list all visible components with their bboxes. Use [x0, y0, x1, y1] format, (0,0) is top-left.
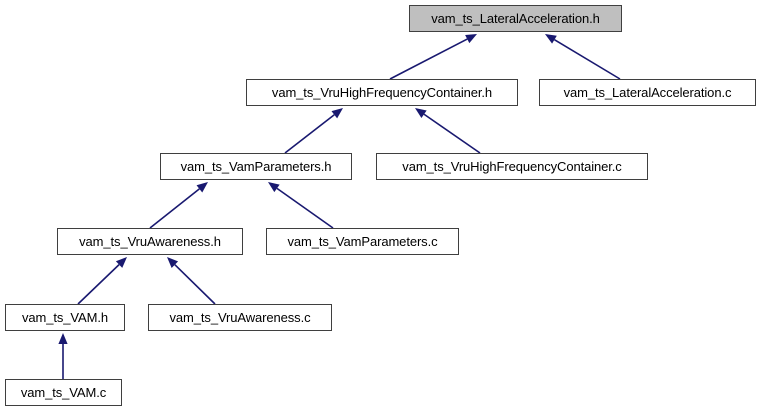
- graph-node-label: vam_ts_VruAwareness.c: [169, 310, 311, 325]
- graph-node-vam-ts-vruawareness-c[interactable]: vam_ts_VruAwareness.c: [148, 304, 332, 331]
- graph-node-label: vam_ts_LateralAcceleration.c: [563, 85, 732, 100]
- graph-node-vam-ts-vam-c[interactable]: vam_ts_VAM.c: [5, 379, 122, 406]
- graph-node-vam-ts-lateralacceleration-c[interactable]: vam_ts_LateralAcceleration.c: [539, 79, 756, 106]
- graph-edge-line: [174, 264, 216, 305]
- graph-edge-line: [389, 38, 468, 80]
- graph-edge-line: [423, 113, 481, 154]
- graph-node-label: vam_ts_VamParameters.h: [180, 159, 332, 174]
- graph-node-label: vam_ts_VruAwareness.h: [79, 234, 221, 249]
- graph-edge-line: [554, 38, 621, 80]
- graph-node-vam-ts-vruhighfrequencycontainer-c[interactable]: vam_ts_VruHighFrequencyContainer.c: [376, 153, 648, 180]
- graph-node-label: vam_ts_VruHighFrequencyContainer.h: [271, 85, 493, 100]
- graph-edge-line: [284, 114, 335, 154]
- graph-node-vam-ts-vam-h[interactable]: vam_ts_VAM.h: [5, 304, 125, 331]
- graph-node-label: vam_ts_VamParameters.c: [287, 234, 438, 249]
- graph-node-label: vam_ts_LateralAcceleration.h: [431, 11, 600, 26]
- graph-edge-arrowhead: [331, 108, 343, 119]
- graph-node-vam-ts-vamparameters-h[interactable]: vam_ts_VamParameters.h: [160, 153, 352, 180]
- graph-edge-arrowhead: [545, 34, 557, 44]
- graph-edge-arrowhead: [115, 257, 127, 268]
- graph-edge-arrowhead: [268, 182, 280, 193]
- graph-edge-arrowhead: [167, 257, 179, 268]
- graph-edge-arrowhead: [196, 182, 208, 193]
- graph-edge-arrowhead: [58, 333, 68, 344]
- graph-edge-line: [149, 188, 200, 229]
- graph-edge-arrowhead: [415, 108, 427, 119]
- graph-node-vam-ts-vruawareness-h[interactable]: vam_ts_VruAwareness.h: [57, 228, 243, 255]
- graph-node-vam-ts-vamparameters-c[interactable]: vam_ts_VamParameters.c: [266, 228, 459, 255]
- graph-node-label: vam_ts_VruHighFrequencyContainer.c: [402, 159, 622, 174]
- graph-node-vam-ts-vruhighfrequencycontainer-h[interactable]: vam_ts_VruHighFrequencyContainer.h: [246, 79, 518, 106]
- graph-edge-line: [77, 264, 120, 305]
- graph-node-vam-ts-lateralacceleration-h[interactable]: vam_ts_LateralAcceleration.h: [409, 5, 622, 32]
- graph-node-label: vam_ts_VAM.h: [22, 310, 108, 325]
- graph-edge-line: [276, 187, 334, 229]
- graph-edge-arrowhead: [465, 34, 477, 44]
- graph-node-label: vam_ts_VAM.c: [20, 385, 107, 400]
